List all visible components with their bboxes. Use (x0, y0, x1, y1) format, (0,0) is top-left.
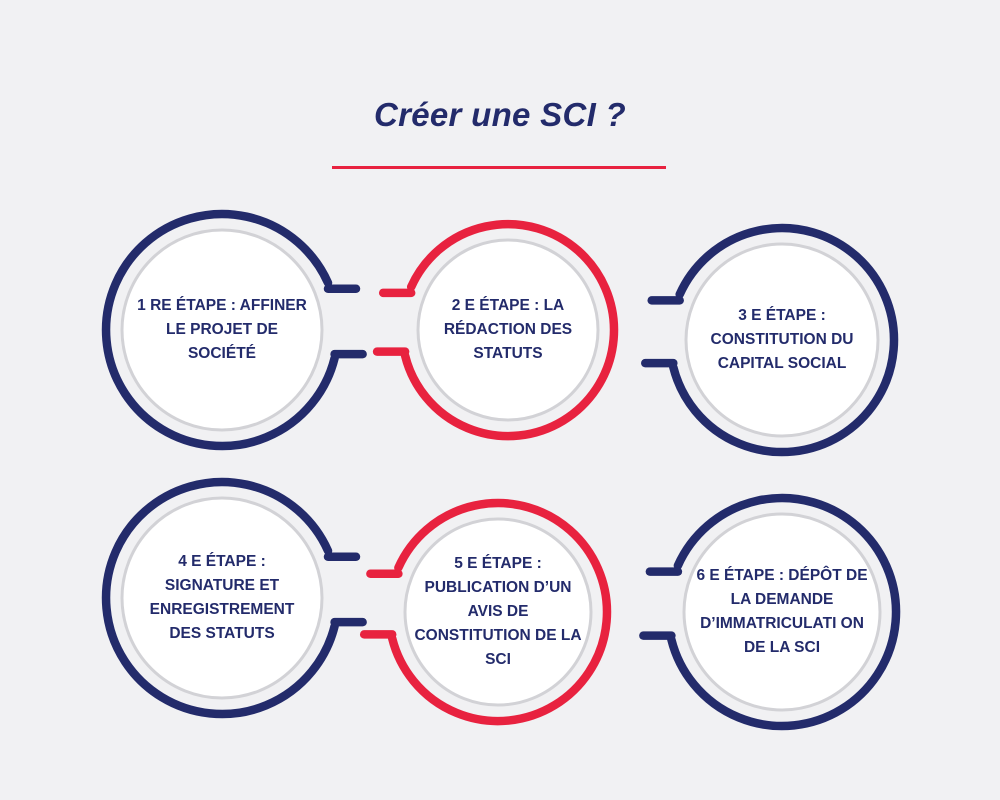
step-3-label: 3 E ÉTAPE : CONSTITUTION DU CAPITAL SOCI… (710, 307, 854, 372)
step-3-disc (684, 242, 880, 438)
step-6-disc (682, 512, 882, 712)
step-5-ring (387, 498, 612, 726)
step-3-ring (669, 223, 899, 457)
step-5-label: 5 E ÉTAPE : PUBLICATION D’UN AVIS DE CON… (414, 555, 582, 668)
step-2-label: 2 E ÉTAPE : LA RÉDACTION DES STATUTS (443, 297, 573, 362)
step-6-label: 6 E ÉTAPE : DÉPÔT DE LA DEMANDE D’IMMATR… (696, 567, 868, 656)
step-2-disc (416, 238, 600, 422)
step-4-disc (120, 496, 324, 700)
step-6-ring (667, 493, 901, 731)
step-1-disc (120, 228, 324, 432)
title-divider (332, 166, 666, 169)
step-1-label: 1 RE ÉTAPE : AFFINER LE PROJET DE SOCIÉT… (137, 297, 307, 362)
step-4-label: 4 E ÉTAPE : SIGNATURE ET ENREGISTREMENT … (149, 553, 295, 642)
step-4-ring (101, 477, 339, 719)
step-2-ring (400, 219, 619, 441)
step-5-disc (403, 517, 593, 707)
page-title: Créer une SCI ? (373, 96, 627, 133)
step-1-ring (101, 209, 339, 451)
